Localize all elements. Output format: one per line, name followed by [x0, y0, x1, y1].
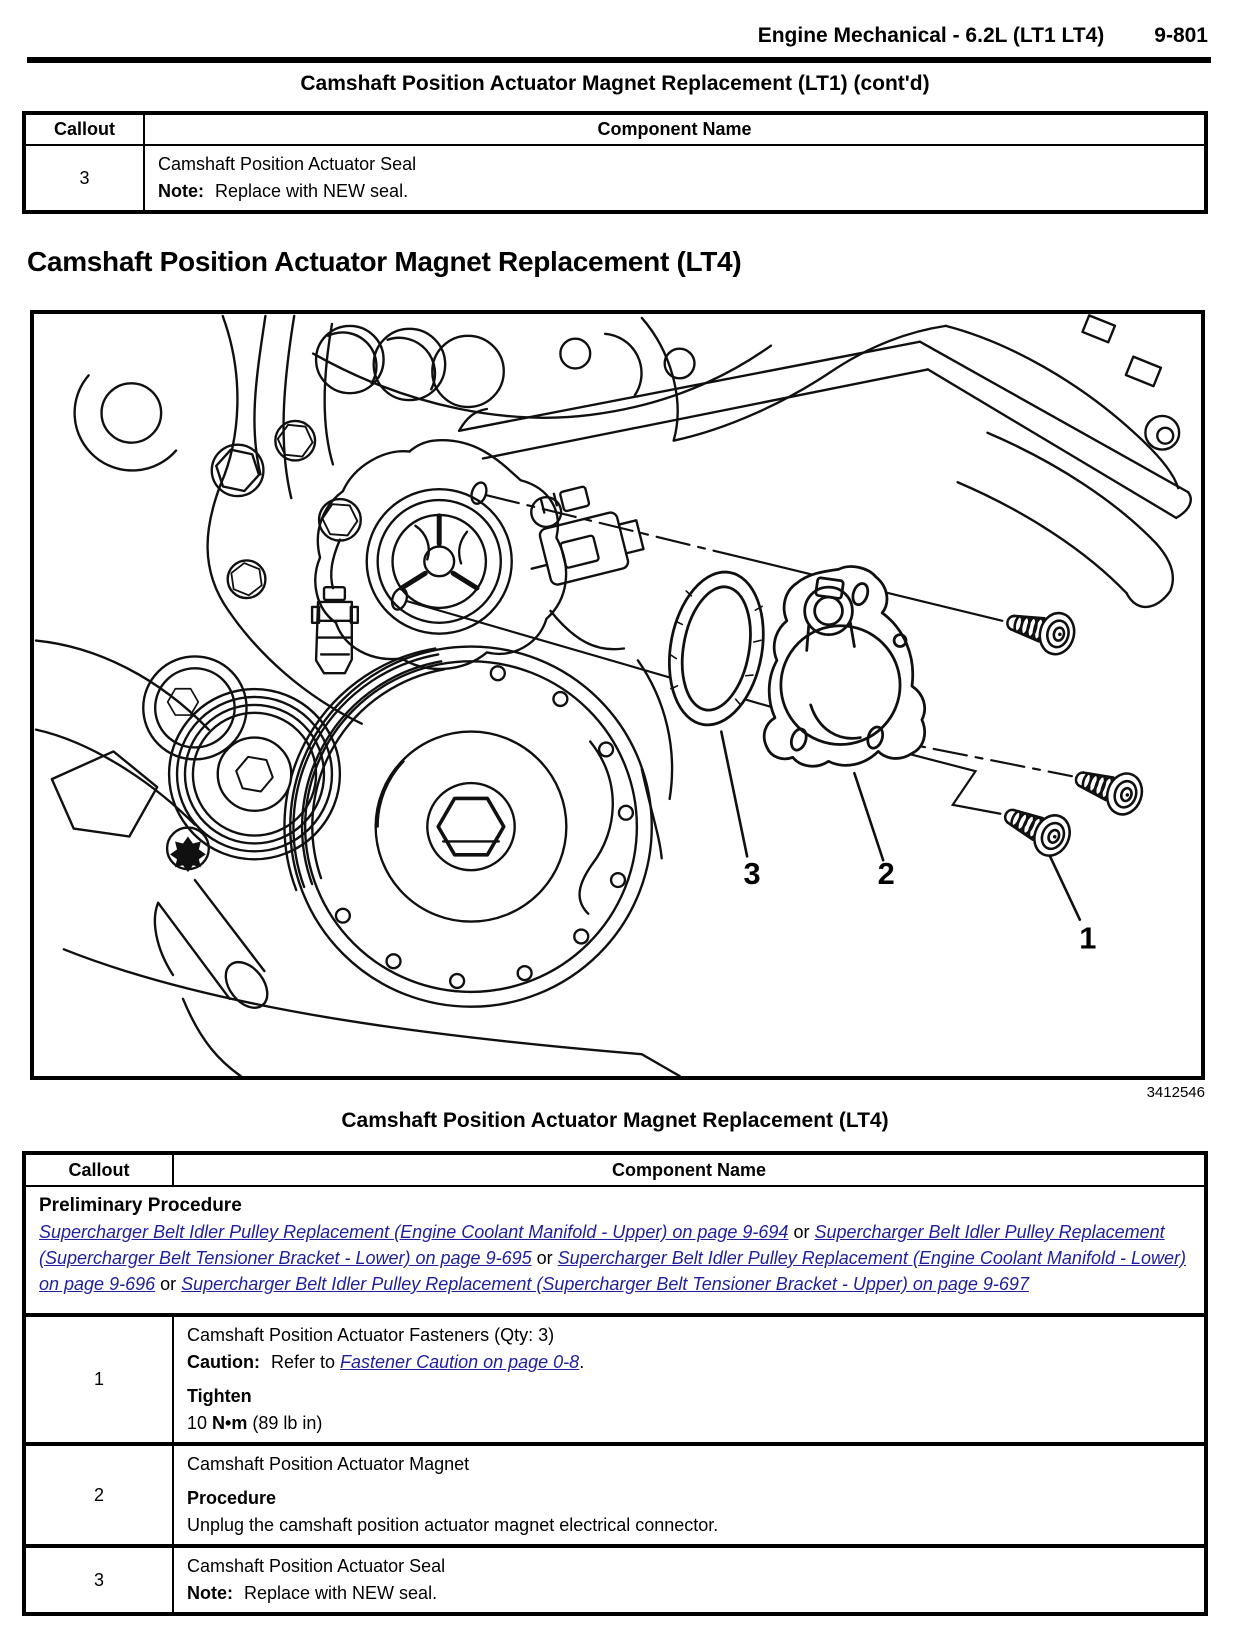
- caution-label: Caution:: [187, 1352, 260, 1372]
- callout-table-lt1: Callout Component Name 3 Camshaft Positi…: [22, 111, 1208, 214]
- component-note: Note: Replace with NEW seal.: [158, 178, 1191, 205]
- or-separator: or: [793, 1222, 810, 1242]
- callout-leader-3: [719, 730, 749, 858]
- component-name: Camshaft Position Actuator Seal: [158, 154, 417, 174]
- caution-prefix: Refer to: [270, 1352, 336, 1372]
- preliminary-procedure-cell: Preliminary Procedure Supercharger Belt …: [26, 1187, 1204, 1313]
- callout-table-lt4: Callout Component Name Preliminary Proce…: [22, 1151, 1208, 1616]
- engine-line-art: [34, 314, 1192, 1076]
- column-header-component: Component Name: [597, 119, 752, 139]
- page-number: 9-801: [1154, 24, 1208, 47]
- procedure-label: Procedure: [187, 1488, 277, 1508]
- callout-label-1: 1: [1079, 920, 1096, 955]
- component-cell: Camshaft Position Actuator Magnet Proced…: [174, 1446, 1204, 1544]
- callout-cell: 3: [26, 1548, 174, 1612]
- or-separator: or: [536, 1248, 553, 1268]
- table2-header-row: Callout Component Name: [26, 1155, 1204, 1187]
- fastener-bolt: [1068, 756, 1149, 821]
- table-row: 3 Camshaft Position Actuator Seal Note: R…: [26, 1548, 1204, 1612]
- table-row: 1 Camshaft Position Actuator Fasteners (…: [26, 1317, 1204, 1446]
- figure-number: 3412546: [1146, 1084, 1205, 1101]
- tighten-value: 10 N•m (89 lb in): [187, 1410, 1191, 1437]
- caution-suffix: .: [579, 1352, 585, 1372]
- note-text: Replace with NEW seal.: [244, 1583, 438, 1603]
- callout-label-3: 3: [744, 856, 761, 891]
- callout-cell: 2: [26, 1446, 174, 1544]
- procedure-link-2[interactable]: Supercharger Belt Idler Pulley Replaceme…: [39, 1222, 1165, 1268]
- callout-cell: 1: [26, 1317, 174, 1442]
- component-cell: Camshaft Position Actuator Seal Note: Rep…: [174, 1548, 1204, 1612]
- column-header-callout: Callout: [26, 115, 145, 144]
- section-heading: Camshaft Position Actuator Magnet Replac…: [27, 246, 742, 277]
- note-text: Replace with NEW seal.: [215, 181, 409, 201]
- axis-line: [484, 494, 731, 556]
- page-header-title: Engine Mechanical - 6.2L (LT1 LT4): [757, 24, 1105, 47]
- tighten-prefix: 10: [187, 1413, 208, 1433]
- engine-diagram-svg: 3 2 1: [34, 314, 1192, 1076]
- header-rule: [27, 57, 1211, 63]
- callout-label-2: 2: [878, 856, 895, 891]
- component-name: Camshaft Position Actuator Magnet: [187, 1454, 470, 1474]
- caution-line: Caution: Refer to Fastener Caution on pag…: [187, 1349, 1191, 1376]
- table2-caption: Camshaft Position Actuator Magnet Replac…: [341, 1109, 889, 1132]
- procedure-link-4[interactable]: Supercharger Belt Idler Pulley Replaceme…: [181, 1274, 1029, 1294]
- table-row: 3 Camshaft Position Actuator Seal Note: R…: [26, 146, 1204, 210]
- component-name: Camshaft Position Actuator Fasteners (Qt…: [187, 1325, 555, 1345]
- fastener-caution-link[interactable]: Fastener Caution on page 0-8: [340, 1352, 580, 1372]
- or-separator: or: [160, 1274, 177, 1294]
- preliminary-procedure-links: Supercharger Belt Idler Pulley Replaceme…: [39, 1219, 1191, 1297]
- page-header: Engine Mechanical - 6.2L (LT1 LT4) 9-801: [27, 24, 1208, 48]
- tighten-unit: N•m: [212, 1413, 248, 1433]
- callout-leader-2: [853, 771, 885, 862]
- figure-box: 3 2 1: [30, 310, 1205, 1080]
- procedure-link-3[interactable]: Supercharger Belt Idler Pulley Replaceme…: [39, 1248, 1186, 1294]
- component-cell: Camshaft Position Actuator Fasteners (Qt…: [174, 1317, 1204, 1442]
- table1-caption: Camshaft Position Actuator Magnet Replac…: [300, 72, 930, 95]
- note-label: Note:: [187, 1583, 233, 1603]
- table1-header-row: Callout Component Name: [26, 115, 1204, 146]
- procedure-link-1[interactable]: Supercharger Belt Idler Pulley Replaceme…: [39, 1222, 789, 1242]
- fastener-bolt: [995, 793, 1078, 863]
- fastener-bolt: [1001, 599, 1080, 660]
- component-cell: Camshaft Position Actuator Seal Note: Rep…: [145, 146, 1204, 210]
- callout-leader-1: [1048, 855, 1082, 921]
- preliminary-procedure-heading: Preliminary Procedure: [39, 1195, 242, 1216]
- procedure-text: Unplug the camshaft position actuator ma…: [187, 1515, 719, 1535]
- tighten-rest: (89 lb in): [252, 1413, 323, 1433]
- note-label: Note:: [158, 181, 204, 201]
- callout-cell: 3: [26, 146, 145, 210]
- column-header-callout: Callout: [26, 1155, 174, 1185]
- column-header-component: Component Name: [611, 1159, 766, 1180]
- component-name: Camshaft Position Actuator Seal: [187, 1556, 446, 1576]
- camshaft-seal-part: [667, 570, 765, 727]
- table-row: 2 Camshaft Position Actuator Magnet Proc…: [26, 1446, 1204, 1548]
- preliminary-procedure-row: Preliminary Procedure Supercharger Belt …: [26, 1187, 1204, 1317]
- fastener-bolts: [995, 599, 1149, 863]
- component-note: Note: Replace with NEW seal.: [187, 1580, 1191, 1607]
- bolt-leader-zigzag: [879, 745, 1002, 815]
- actuator-magnet-cover-part: [762, 565, 926, 768]
- tighten-label: Tighten: [187, 1386, 252, 1406]
